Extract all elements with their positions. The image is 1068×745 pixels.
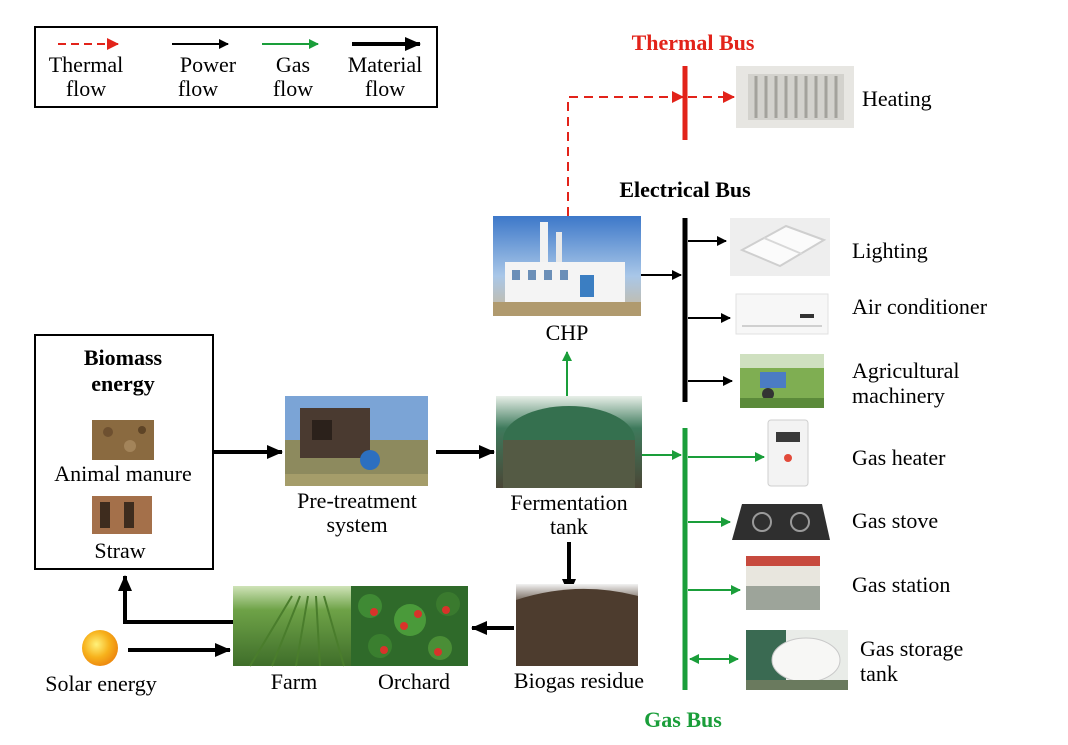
residue-label: Biogas residue — [514, 668, 644, 693]
farm-label: Farm — [271, 669, 317, 694]
legend-thermal-label-1: Thermal — [49, 52, 124, 77]
legend-box — [34, 26, 438, 108]
thermal-flow-chp-to-bus — [567, 91, 684, 216]
solar-label: Solar energy — [45, 671, 156, 696]
chp-label: CHP — [546, 320, 589, 345]
biomass-title-2: energy — [91, 371, 155, 396]
heating-radiator-image — [736, 66, 854, 128]
gasheater-label: Gas heater — [852, 445, 946, 470]
legend: Thermal flow Power flow Gas flow Materia… — [34, 26, 438, 108]
legend-power-label-1: Power — [180, 52, 237, 77]
biogas-residue-image — [516, 584, 638, 666]
sun-icon — [82, 630, 118, 666]
pretreat-label-1: Pre-treatment — [297, 488, 417, 513]
agri-label-2: machinery — [852, 383, 945, 408]
gas-stove-image — [732, 504, 830, 540]
pretreat-label-2: system — [326, 512, 387, 537]
gas-station-image — [746, 556, 820, 610]
agricultural-machinery-image — [740, 354, 824, 408]
lighting-label: Lighting — [852, 238, 928, 263]
chp-plant-image — [493, 216, 641, 316]
biomass-title-1: Biomass — [84, 345, 163, 370]
orchard-label: Orchard — [378, 669, 450, 694]
fermentation-label-2: tank — [550, 514, 588, 539]
animal-manure-label: Animal manure — [54, 461, 191, 486]
lighting-image — [730, 218, 830, 276]
aircon-label: Air conditioner — [852, 294, 988, 319]
legend-gas-label-1: Gas — [276, 52, 310, 77]
legend-material-label-2: flow — [365, 76, 405, 101]
farm-image — [233, 586, 351, 667]
gas-heater-image — [767, 419, 809, 487]
legend-power-label-2: flow — [178, 76, 218, 101]
gasstove-label: Gas stove — [852, 508, 938, 533]
material-flow-farm-to-biomass — [118, 575, 233, 624]
straw-image — [92, 496, 152, 534]
storage-label-1: Gas storage — [860, 636, 963, 661]
agri-label-1: Agricultural — [852, 358, 960, 383]
storage-label-2: tank — [860, 661, 898, 686]
pretreatment-image — [285, 396, 428, 486]
thermal-bus-title: Thermal Bus — [632, 30, 755, 55]
gas-storage-tank-image — [746, 630, 848, 690]
heating-label: Heating — [862, 86, 932, 111]
orchard-image — [351, 586, 468, 666]
gasstation-label: Gas station — [852, 572, 950, 597]
air-conditioner-image — [735, 293, 829, 335]
fermentation-tank-image — [496, 396, 642, 488]
fermentation-label-1: Fermentation — [510, 490, 627, 515]
biomass-energy-box: Biomass energy Animal manure Straw — [34, 334, 214, 570]
legend-thermal-label-2: flow — [66, 76, 106, 101]
legend-gas-label-2: flow — [273, 76, 313, 101]
straw-label: Straw — [94, 538, 145, 563]
animal-manure-image — [92, 420, 154, 460]
electrical-bus-title: Electrical Bus — [619, 177, 751, 202]
legend-material-label-1: Material — [348, 52, 423, 77]
gas-bus-title: Gas Bus — [644, 707, 722, 732]
